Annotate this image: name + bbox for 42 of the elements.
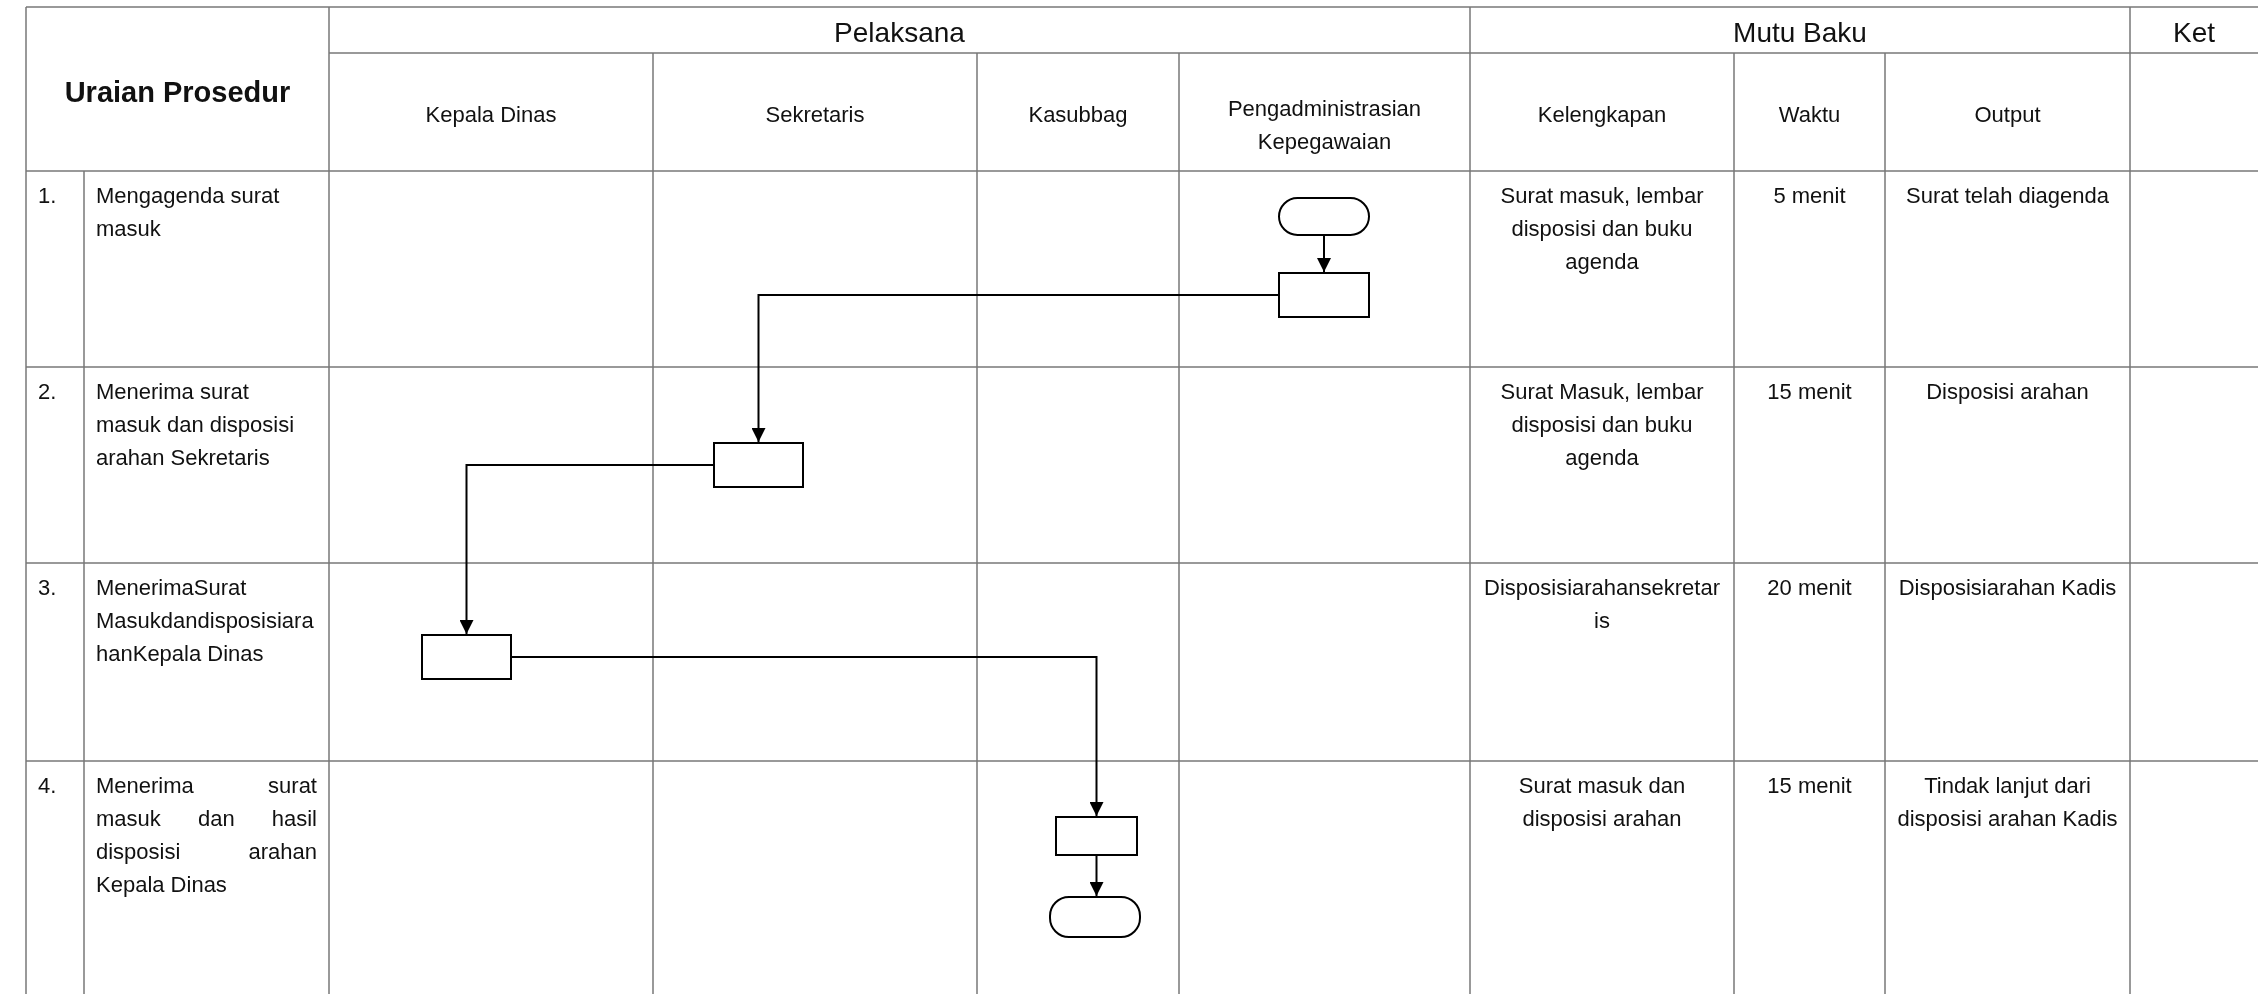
- terminator-shape: [1278, 197, 1370, 236]
- column-header: Kasubbag: [1028, 102, 1128, 127]
- procedure-text: MenerimaSurat MasukdandisposisiarahanKepala Dinas: [96, 575, 314, 666]
- row-number: 2.: [38, 379, 57, 404]
- table-cell: Disposisi arahan: [1926, 379, 2089, 404]
- arrow: [459, 464, 714, 635]
- row-number: 1.: [38, 183, 57, 208]
- process-box: [1055, 816, 1138, 856]
- column-header: Uraian Prosedur: [64, 76, 291, 108]
- table-cell: 15 menit: [1767, 379, 1852, 404]
- table-cell: 5 menit: [1773, 183, 1846, 208]
- table-cell: Tindak lanjut dari disposisi arahan Kadis: [1897, 773, 2118, 831]
- column-header: Kelengkapan: [1537, 102, 1667, 127]
- table-cell: Surat telah diagenda: [1905, 183, 2110, 208]
- column-header: Output: [1974, 102, 2041, 127]
- table-cell: 15 menit: [1767, 773, 1852, 798]
- process-box: [713, 442, 804, 488]
- table-cell: Surat masuk, lembar disposisi dan buku agenda: [1500, 183, 1704, 274]
- arrow: [751, 294, 1279, 443]
- arrow: [511, 656, 1104, 817]
- column-header: Mutu Baku: [1733, 17, 1867, 48]
- arrow: [1317, 235, 1331, 273]
- procedure-text: Menerima surat masuk dan disposisi arahan Sekretaris: [96, 379, 295, 470]
- process-box: [1278, 272, 1370, 318]
- row-number: 4.: [38, 773, 57, 798]
- table-cell: Surat masuk dan disposisi arahan: [1518, 773, 1686, 831]
- arrow: [1089, 855, 1104, 897]
- column-header: Kepala Dinas: [425, 102, 557, 127]
- column-header: Waktu: [1778, 102, 1841, 127]
- table-cell: Disposisiarahansekretaris: [1484, 575, 1720, 633]
- procedure-text: Mengagenda surat masuk: [96, 183, 280, 241]
- column-header: Ket: [2173, 17, 2215, 48]
- row-number: 3.: [38, 575, 57, 600]
- column-header: Pengadministrasian Kepegawaian: [1227, 96, 1422, 154]
- table-cell: Surat Masuk, lembar disposisi dan buku agenda: [1500, 379, 1704, 470]
- process-box: [421, 634, 512, 680]
- table-cell: Disposisiarahan Kadis: [1898, 575, 2117, 600]
- terminator-shape: [1049, 896, 1141, 938]
- column-header: Sekretaris: [765, 102, 865, 127]
- column-header: Pelaksana: [834, 17, 965, 48]
- procedure-text: Menerima surat masuk dan hasil disposisi arahan Kepala Dinas: [96, 773, 317, 897]
- table-cell: 20 menit: [1767, 575, 1852, 600]
